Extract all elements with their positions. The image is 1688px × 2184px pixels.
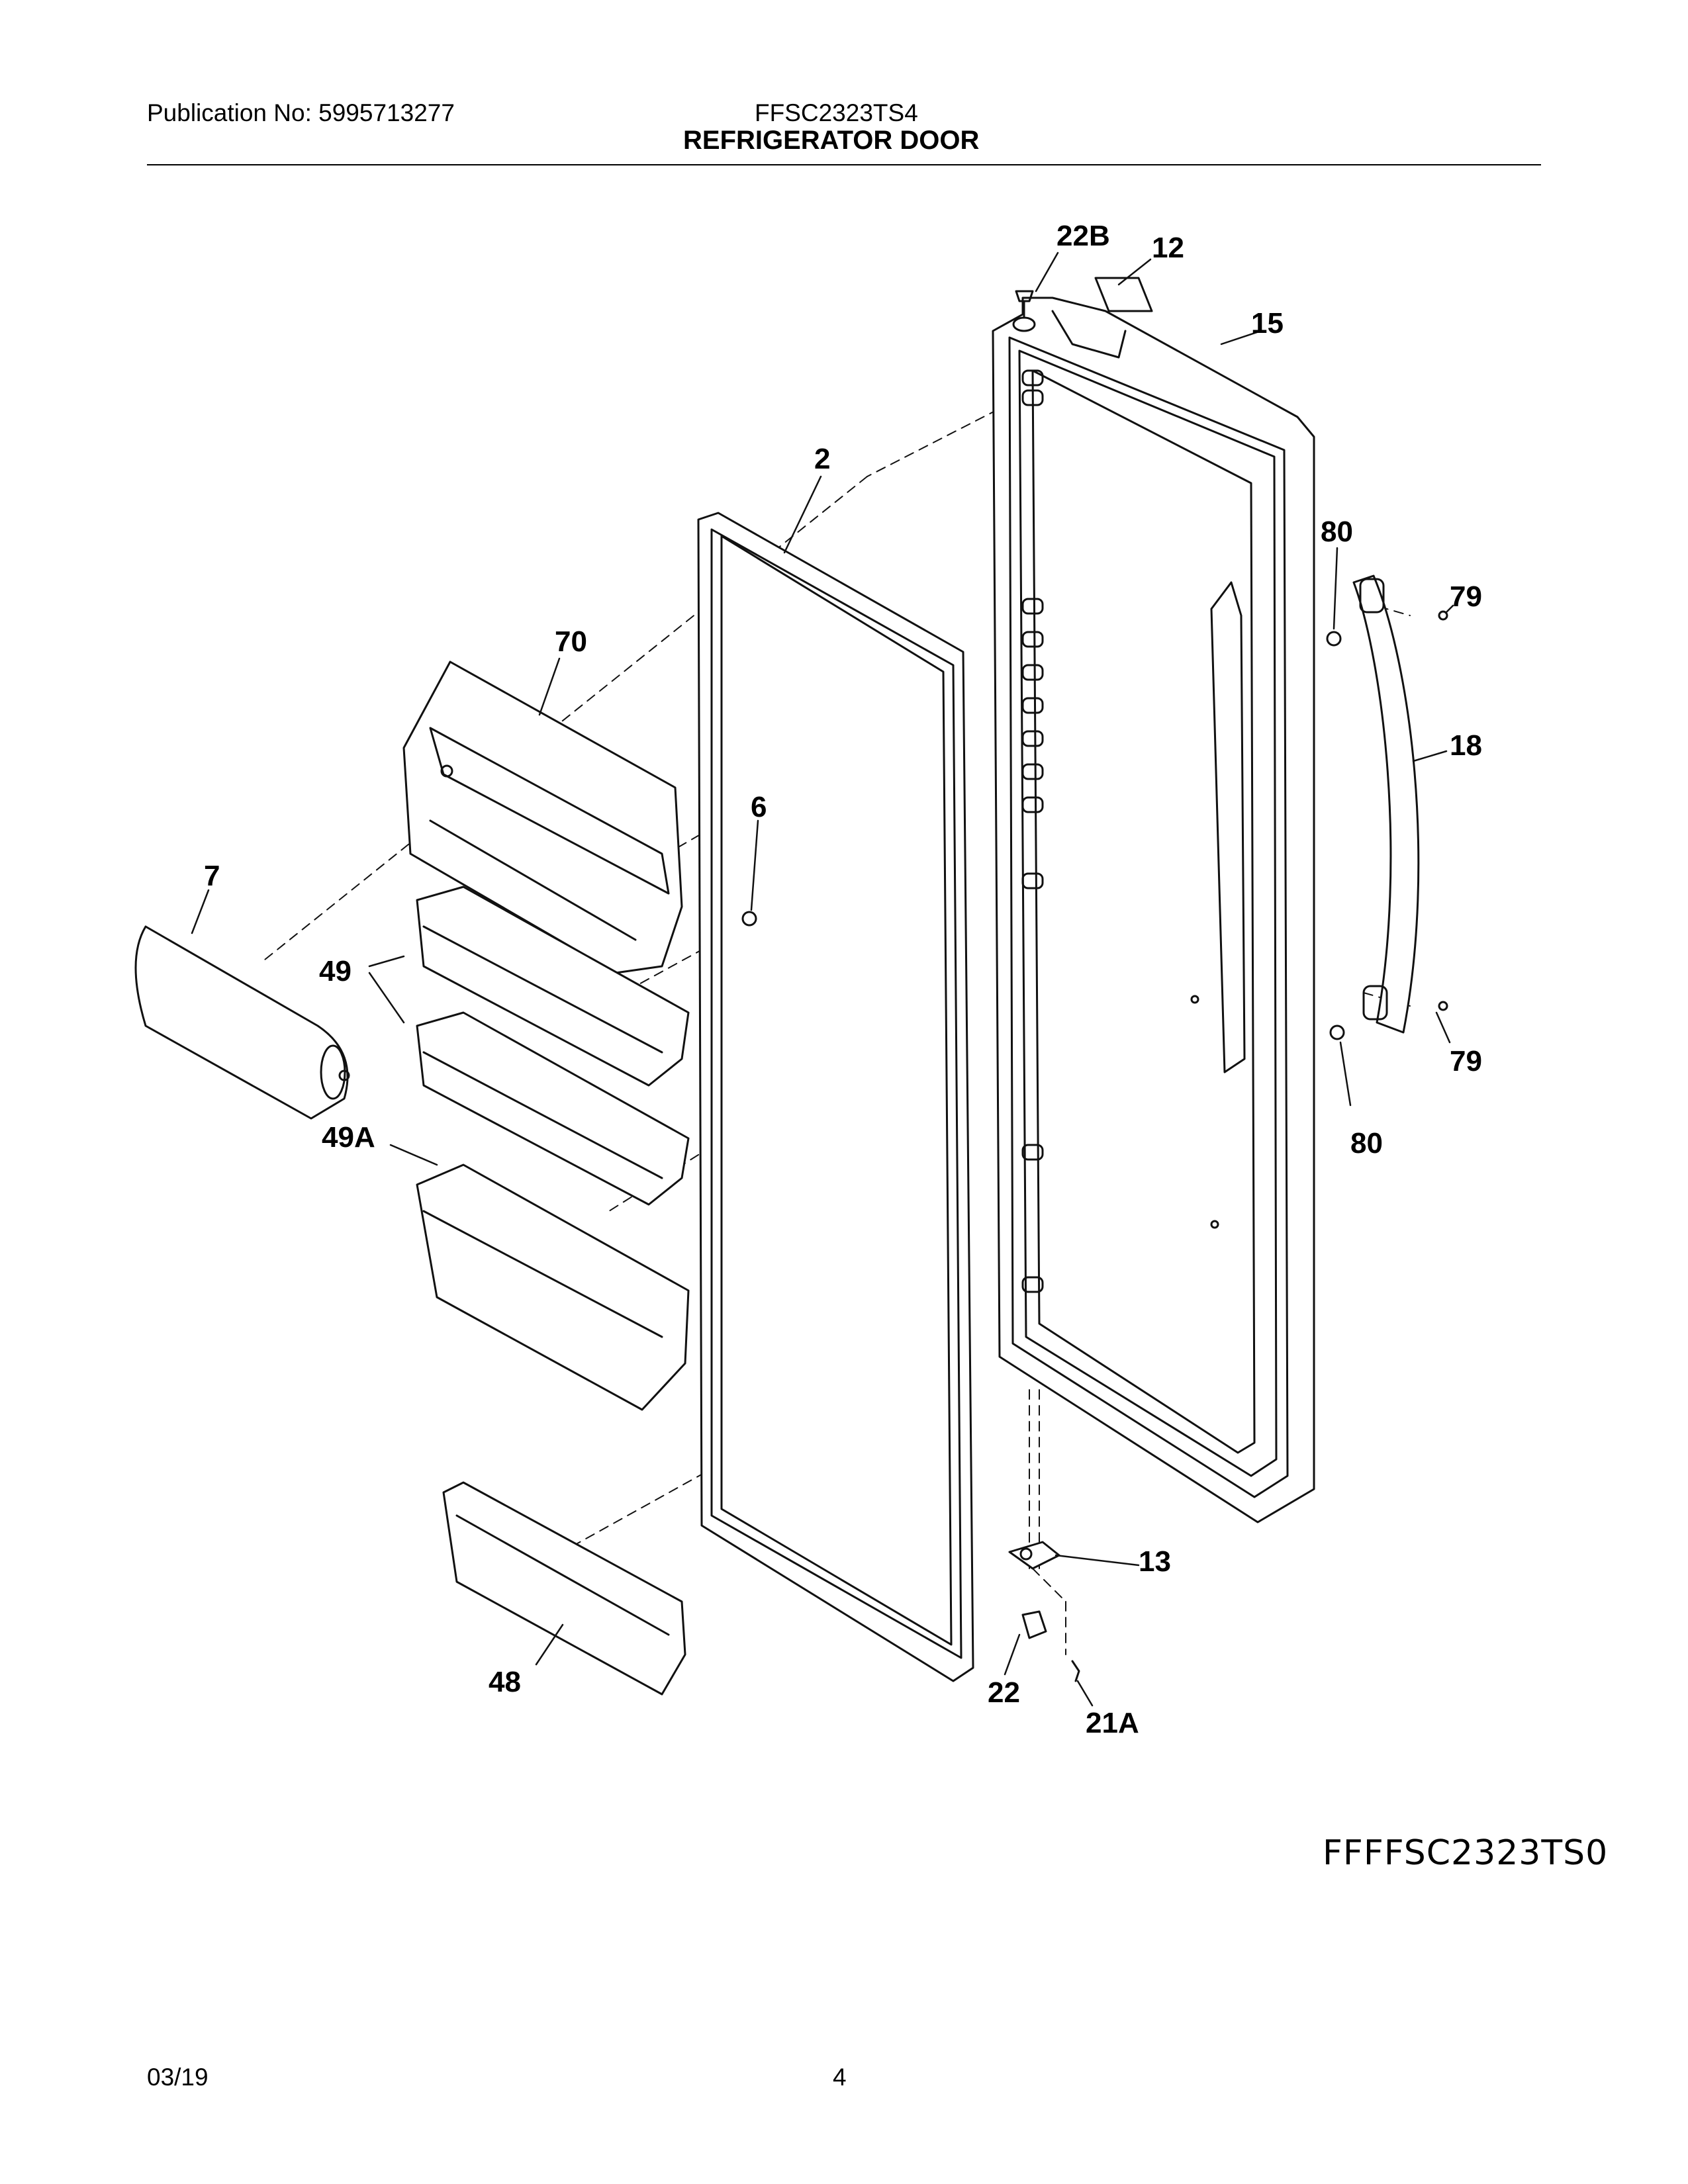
header-rule [147, 164, 1541, 165]
screw-80-top [1326, 631, 1342, 647]
footer-date: 03/19 [147, 2064, 209, 2091]
callout-21a: 21A [1086, 1707, 1139, 1739]
callout-6: 6 [751, 791, 767, 823]
callout-79-bottom: 79 [1450, 1045, 1482, 1077]
hinge-bracket [1008, 1541, 1060, 1570]
callout-80-top: 80 [1321, 516, 1353, 548]
bottom-bin [442, 1481, 686, 1696]
callout-2: 2 [814, 443, 831, 475]
hinge-bushing [1021, 1610, 1047, 1639]
door-bin-49-bottom [416, 1011, 690, 1206]
rivet-6 [741, 911, 757, 927]
callout-18: 18 [1450, 729, 1482, 762]
hinge-screw [1071, 1660, 1080, 1682]
callout-70: 70 [555, 625, 587, 658]
callout-13: 13 [1139, 1545, 1171, 1578]
callout-15: 15 [1251, 307, 1284, 340]
page-number: 4 [833, 2064, 847, 2091]
plug-button [1012, 290, 1036, 332]
label-plate [1094, 277, 1153, 312]
callout-12: 12 [1152, 232, 1184, 264]
shelf-rails [1021, 369, 1044, 1293]
door-bin-49-top [416, 886, 690, 1087]
door-handle [1352, 574, 1420, 1034]
screw-80-bottom [1329, 1024, 1345, 1040]
door-gasket [697, 512, 974, 1682]
dairy-cover [134, 925, 350, 1120]
callout-49a: 49A [322, 1121, 375, 1154]
screw-79-top [1438, 610, 1448, 621]
callout-22: 22 [988, 1676, 1020, 1709]
page-title: REFRIGERATOR DOOR [683, 126, 980, 155]
callout-79-top: 79 [1450, 580, 1482, 613]
door-outer-panel [992, 296, 1315, 1524]
dairy-door [402, 660, 683, 974]
callout-22b: 22B [1056, 220, 1110, 252]
callout-7: 7 [204, 860, 220, 892]
callout-80-bottom: 80 [1350, 1127, 1383, 1160]
callout-49: 49 [319, 955, 352, 987]
publication-number: Publication No: 5995713277 [147, 99, 455, 126]
door-bin-49a [416, 1163, 690, 1411]
leader-lines [191, 251, 1454, 1707]
screw-79-bottom [1438, 1001, 1448, 1011]
diagram-code: FFFFSC2323TS0 [1323, 1833, 1609, 1873]
model-number: FFSC2323TS4 [755, 99, 918, 126]
callout-48: 48 [489, 1666, 521, 1698]
